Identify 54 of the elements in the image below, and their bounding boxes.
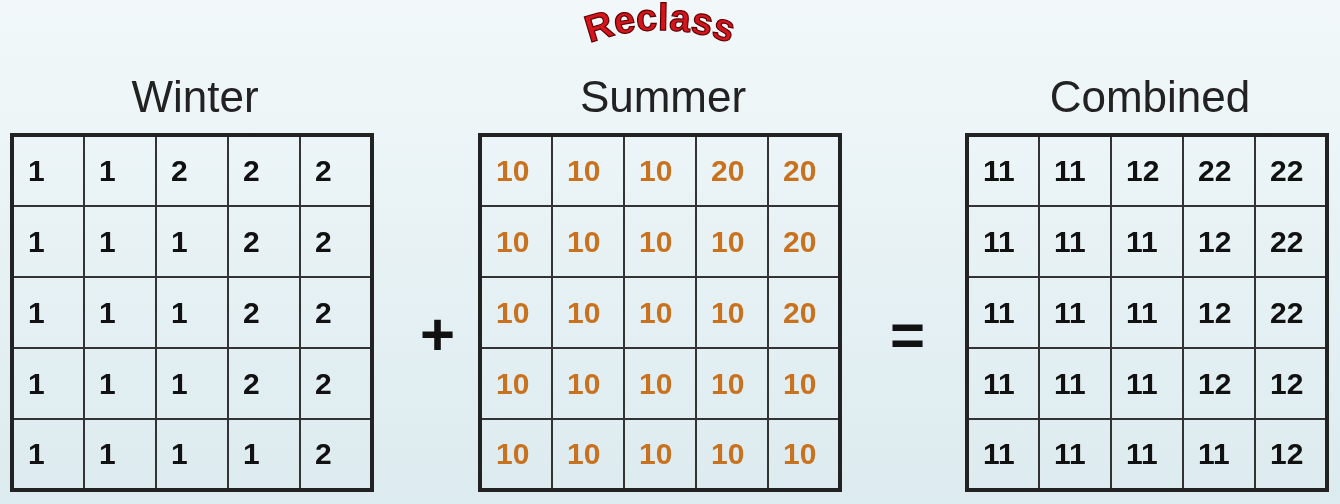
grid-cell: 10 bbox=[624, 277, 696, 348]
grid-cell: 11 bbox=[967, 206, 1039, 277]
grid-cell: 11 bbox=[967, 348, 1039, 419]
grid-cell: 10 bbox=[480, 135, 552, 206]
grid-cell: 12 bbox=[1111, 135, 1183, 206]
grid-cell: 12 bbox=[1183, 348, 1255, 419]
grid-cell: 1 bbox=[84, 135, 156, 206]
grid-cell: 10 bbox=[480, 206, 552, 277]
grid-cell: 1 bbox=[12, 277, 84, 348]
grid-cell: 10 bbox=[696, 348, 768, 419]
grid-heading: Combined bbox=[1048, 72, 1252, 122]
grid-cell: 11 bbox=[1111, 206, 1183, 277]
grid-cell: 10 bbox=[696, 277, 768, 348]
grid-heading: Winter bbox=[130, 72, 260, 122]
grid-cell: 2 bbox=[156, 135, 228, 206]
plus-sign: + bbox=[420, 300, 456, 369]
grid-cell: 1 bbox=[84, 206, 156, 277]
grid-cell: 1 bbox=[156, 348, 228, 419]
grid-cell: 1 bbox=[156, 206, 228, 277]
grid-cell: 11 bbox=[1111, 277, 1183, 348]
grid-cell: 11 bbox=[1111, 348, 1183, 419]
grid-cell: 10 bbox=[552, 277, 624, 348]
grid-cell: 10 bbox=[624, 135, 696, 206]
grid-cell: 10 bbox=[624, 206, 696, 277]
arched-heading: Reclass bbox=[579, 0, 741, 51]
equals-sign: = bbox=[890, 300, 926, 369]
grid-cell: 11 bbox=[967, 277, 1039, 348]
grid-cell: 2 bbox=[228, 135, 300, 206]
grid-cell: 10 bbox=[696, 206, 768, 277]
grid-cell: 10 bbox=[480, 348, 552, 419]
grid-cell: 22 bbox=[1183, 135, 1255, 206]
grid-cell: 1 bbox=[84, 277, 156, 348]
grid-cell: 12 bbox=[1183, 277, 1255, 348]
grid-cell: 1 bbox=[12, 135, 84, 206]
grid-cell: 10 bbox=[552, 348, 624, 419]
grid-cell: 10 bbox=[552, 206, 624, 277]
grid-cell: 10 bbox=[552, 135, 624, 206]
grid-cell: 11 bbox=[967, 135, 1039, 206]
grid-cell: 1 bbox=[84, 348, 156, 419]
grid-cell: 2 bbox=[228, 348, 300, 419]
grid-cell: 11 bbox=[1039, 135, 1111, 206]
grid-cell: 10 bbox=[480, 277, 552, 348]
grid-cell: 11 bbox=[1039, 277, 1111, 348]
grid-cell: 2 bbox=[228, 206, 300, 277]
grid-cell: 1 bbox=[12, 206, 84, 277]
grid-cell: 12 bbox=[1183, 206, 1255, 277]
grid-cell: 11 bbox=[1039, 206, 1111, 277]
grid-cell: 2 bbox=[228, 277, 300, 348]
grid-cell: 1 bbox=[156, 277, 228, 348]
grid-cell: 20 bbox=[696, 135, 768, 206]
grid-cell: 11 bbox=[1039, 348, 1111, 419]
grid-heading: Summer bbox=[578, 72, 748, 122]
grid-cell: 1 bbox=[12, 348, 84, 419]
grid-cell: 10 bbox=[624, 348, 696, 419]
